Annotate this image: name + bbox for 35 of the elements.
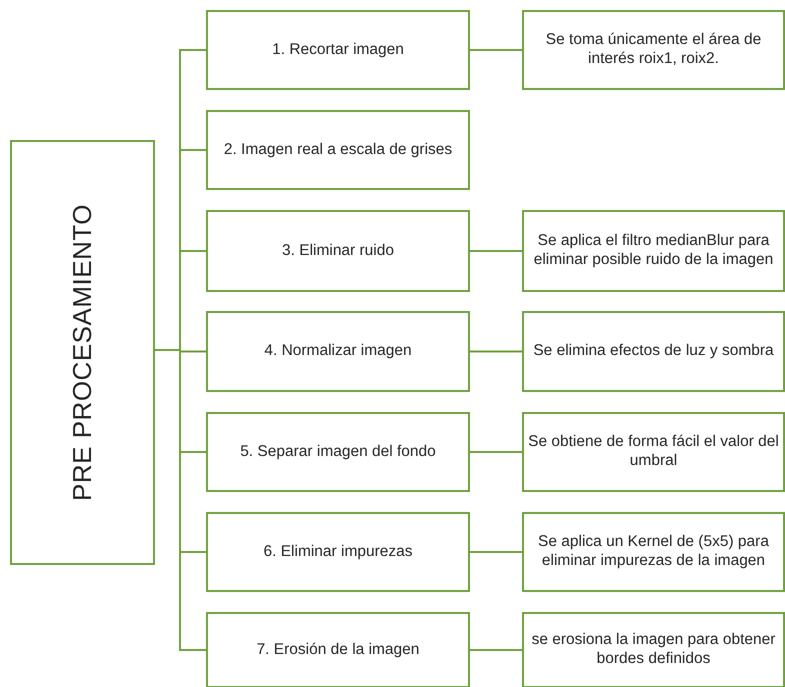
title-box (10, 140, 155, 565)
step-label: 6. Eliminar impurezas (263, 542, 413, 562)
step-description: se erosiona la imagen para obtener bordes definidos (530, 631, 776, 669)
connector-line (470, 250, 522, 252)
step-label: 3. Eliminar ruido (282, 242, 394, 260)
step-label: 5. Separar imagen del fondo (240, 442, 436, 462)
step-description: Se aplica un Kernel de (5x5) para eliminar impurezas de la imagen (537, 533, 770, 571)
step-description: Se aplica el filtro medianBlur para eliminar posible ruido de la imagen (532, 232, 774, 270)
step-box (206, 110, 470, 190)
connector-line (470, 551, 522, 553)
step-label: 4. Normalizar imagen (264, 342, 412, 361)
step-box (206, 311, 470, 392)
step-box (206, 10, 470, 90)
step-box (206, 612, 470, 687)
connector-line (470, 451, 522, 453)
step-box (206, 512, 470, 592)
connector-line (470, 350, 522, 352)
description-box (522, 311, 785, 392)
step-box (206, 412, 470, 492)
step-description: Se obtiene de forma fácil el valor del umbral (528, 433, 779, 471)
step-label: 7. Erosión de la imagen (256, 640, 420, 660)
description-box (522, 10, 785, 90)
connector-line (155, 349, 206, 651)
description-box (522, 512, 785, 592)
description-box (522, 412, 785, 492)
step-label: 1. Recortar imagen (272, 40, 404, 60)
step-box (206, 210, 470, 292)
connector-line (470, 649, 522, 651)
step-description: Se elimina efectos de luz y sombra (533, 342, 774, 361)
connector-line (470, 49, 522, 51)
section-title: PRE PROCESAMIENTO (67, 204, 98, 501)
description-box (522, 210, 785, 292)
description-box (522, 612, 785, 687)
step-description: Se toma únicamente el área de interés roix1, roix2. (544, 31, 762, 69)
step-label: 2. Imagen real a escala de grises (224, 140, 452, 160)
